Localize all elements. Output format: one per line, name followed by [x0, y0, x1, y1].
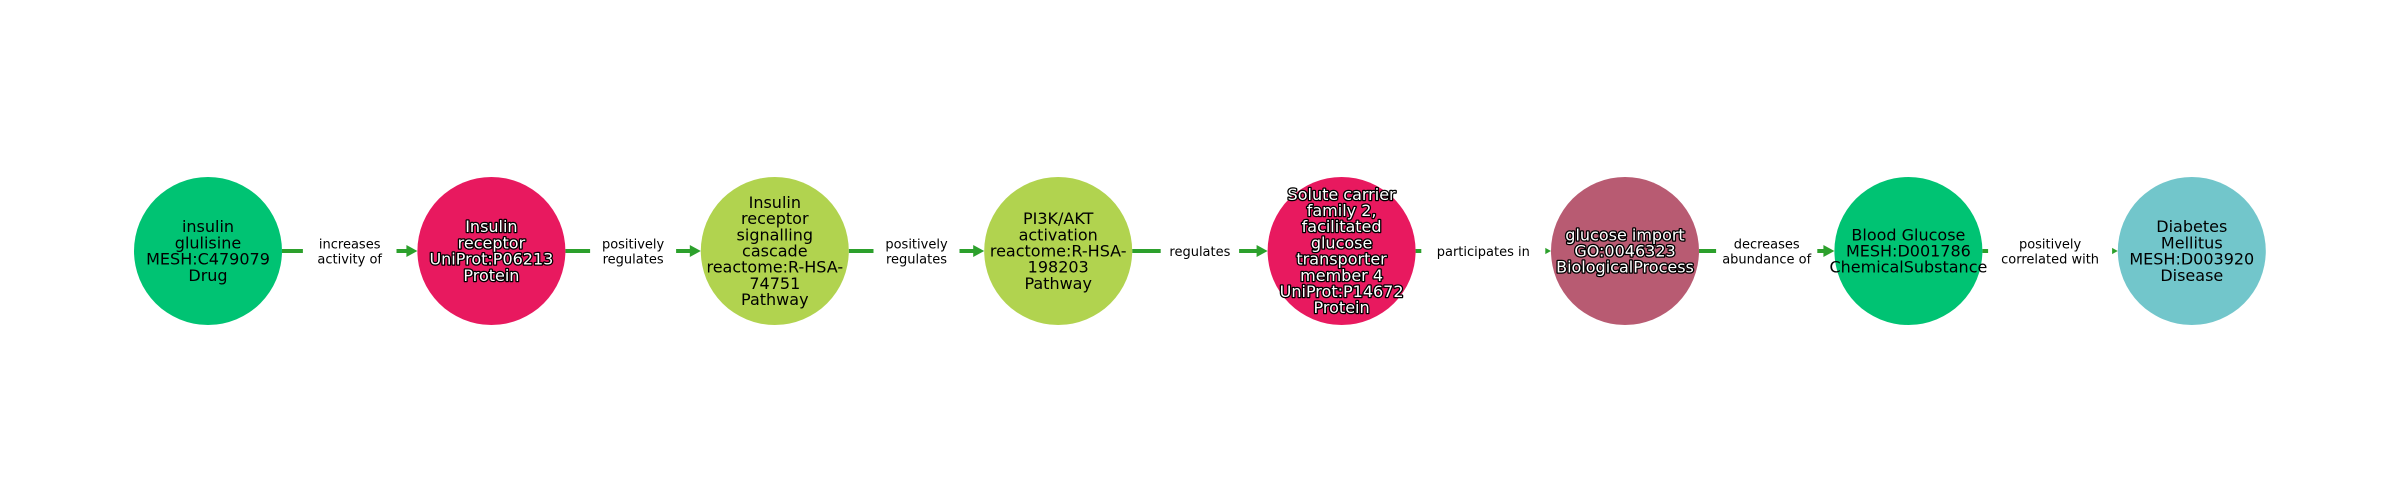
node-circle[interactable] [984, 177, 1133, 325]
edge-label-text: positively [2019, 238, 2082, 253]
arrowhead-icon [1823, 245, 1835, 257]
node-label-line: Insulin [465, 217, 517, 236]
node-label-line: glulisine [175, 233, 241, 252]
edge-label-text: abundance of [1722, 253, 1811, 268]
node-label-line: Drug [188, 266, 227, 285]
node-label-line: member 4 [1300, 266, 1383, 285]
edge-label-text: regulates [1169, 245, 1230, 260]
node-label-line: UniProt:P06213 [429, 250, 553, 269]
arrowhead-icon [406, 245, 418, 257]
node-label-line: receptor [741, 209, 809, 228]
edge-label-text: positively [602, 238, 665, 253]
node-label-line: MESH:D003920 [2129, 250, 2254, 269]
node-label-line: Disease [2160, 266, 2223, 285]
node-label-line: Diabetes [2156, 217, 2227, 236]
node-label-line: 198203 [1028, 258, 1089, 277]
arrowhead-icon [973, 245, 985, 257]
node-label-line: transporter [1296, 250, 1387, 269]
edge-label-text: regulates [886, 253, 947, 268]
node-label-line: facilitated [1302, 217, 1382, 236]
edge-label: regulates [1160, 240, 1240, 262]
edge-label-background [873, 233, 960, 269]
edge-label-background [1160, 240, 1240, 262]
node-label-line: receptor [458, 233, 526, 252]
node-label-line: reactome:R-HSA- [990, 242, 1127, 261]
node-label-line: cascade [742, 242, 808, 261]
node-label-line: GO:0046323 [1574, 242, 1675, 261]
node-pathway[interactable]: PI3K/AKTactivationreactome:R-HSA-198203P… [984, 177, 1133, 325]
node-label-line: UniProt:P14672 [1280, 282, 1404, 301]
edge-label-text: decreases [1734, 238, 1800, 253]
node-label-line: Blood Glucose [1851, 225, 1965, 244]
node-label-line: MESH:C479079 [146, 250, 270, 269]
nodes-layer: insulinglulisineMESH:C479079DrugInsulinr… [134, 177, 2266, 325]
node-label-line: Pathway [741, 290, 809, 309]
node-circle[interactable] [134, 177, 282, 325]
edge-label-text: participates in [1437, 245, 1530, 260]
edge-label-background [1716, 233, 1818, 269]
node-circle[interactable] [1551, 177, 1699, 325]
edge-label-background [1421, 240, 1546, 262]
node-label-line: BiologicalProcess [1556, 258, 1694, 277]
node-label-line: activation [1019, 225, 1098, 244]
edge-label-background [1988, 233, 2113, 269]
node-label-line: insulin [182, 217, 234, 236]
node-circle[interactable] [2117, 177, 2266, 325]
edge-label: participates in [1421, 240, 1546, 262]
edge-label-text: regulates [603, 253, 664, 268]
node-label-line: Pathway [1024, 274, 1092, 293]
arrowhead-icon [689, 245, 701, 257]
node-pathway[interactable]: Insulinreceptorsignallingcascadereactome… [700, 177, 849, 325]
node-label-line: reactome:R-HSA- [706, 258, 843, 277]
node-label-line: family 2, [1307, 201, 1377, 220]
edge-label-background [302, 233, 397, 269]
node-label-line: MESH:D001786 [1846, 242, 1971, 261]
node-chemicalsubstance[interactable]: Blood GlucoseMESH:D001786ChemicalSubstan… [1829, 177, 1987, 325]
edge-label-text: correlated with [2001, 253, 2099, 268]
node-label-line: Protein [1314, 298, 1370, 317]
node-label-line: PI3K/AKT [1023, 209, 1094, 228]
node-label-line: Solute carrier [1288, 185, 1397, 204]
node-label-line: Protein [463, 266, 519, 285]
edge-label-text: increases [319, 238, 381, 253]
node-circle[interactable] [1267, 177, 1416, 325]
edge-label-text: activity of [317, 253, 382, 268]
node-label-line: Mellitus [2161, 233, 2223, 252]
node-label-line: Insulin [749, 193, 801, 212]
node-label-line: signalling [737, 225, 814, 244]
node-label-line: 74751 [749, 274, 800, 293]
node-label-line: glucose [1311, 233, 1373, 252]
edge-label-background [590, 233, 677, 269]
node-label-line: ChemicalSubstance [1829, 258, 1987, 277]
node-circle[interactable] [417, 177, 566, 325]
edge-label-text: positively [885, 238, 948, 253]
node-biologicalprocess[interactable]: glucose importGO:0046323BiologicalProces… [1551, 177, 1699, 325]
node-circle[interactable] [700, 177, 849, 325]
node-label-line: glucose import [1565, 225, 1684, 244]
arrowhead-icon [1256, 245, 1268, 257]
node-circle[interactable] [1834, 177, 1983, 325]
